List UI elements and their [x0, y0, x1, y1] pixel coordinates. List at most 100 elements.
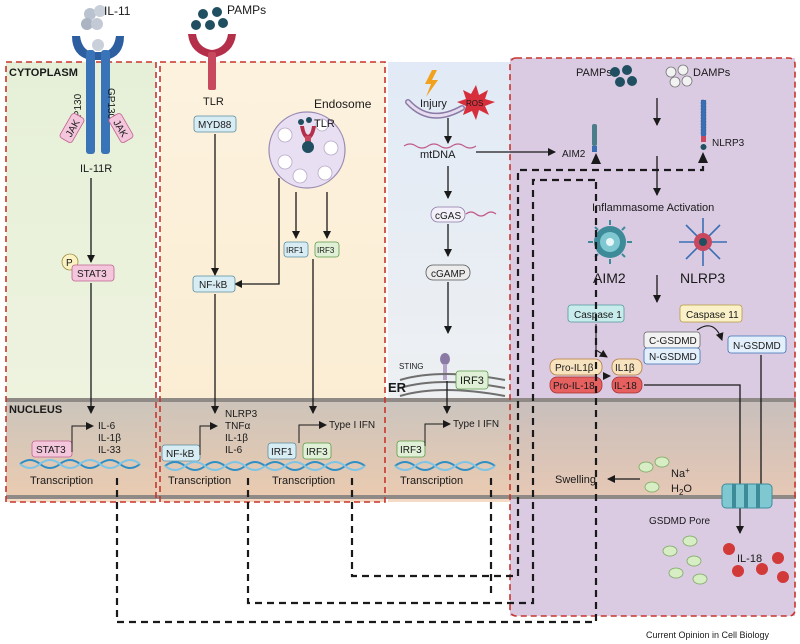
dna-helix-icon-3 [264, 461, 366, 471]
nuc-irf3-label: IRF3 [306, 447, 328, 458]
gp130-right-label: GP130 [105, 88, 116, 120]
panel-inflammasome-border [509, 57, 796, 617]
il18-out-label: IL-18 [737, 553, 762, 565]
nucleus-label: NUCLEUS [9, 404, 62, 416]
dna-helix-icon-2 [164, 461, 266, 471]
caspase11-label: Caspase 11 [686, 310, 739, 321]
n-gsdmd-pair-box [643, 347, 701, 365]
promoter-arrow-4 [424, 420, 451, 446]
myd88-box [193, 115, 237, 133]
type1ifn-b-label: Type I IFN [453, 419, 499, 430]
nlrp3-big-label: NLRP3 [680, 270, 725, 286]
dashed-arrowhead-aim2 [591, 153, 601, 164]
nuc-il33-label: IL-33 [98, 445, 121, 456]
sting-protein-icon [440, 353, 450, 380]
nuc-stat3-label: STAT3 [36, 445, 66, 456]
transcription-label-3: Transcription [272, 475, 335, 487]
damps-icon [665, 64, 693, 88]
mtdna-label: mtDNA [420, 149, 456, 161]
pamps-top-label: PAMPs [227, 3, 266, 17]
released-il18-particles-icon [723, 543, 789, 583]
aim2-big-label: AIM2 [593, 270, 626, 286]
tlr-label: TLR [203, 96, 224, 108]
er-label: ER [388, 380, 407, 395]
transcription-label-4: Transcription [400, 475, 463, 487]
nfkb-label: NF-kB [199, 280, 228, 291]
nlrp3-sensor-icon [700, 99, 707, 150]
nuc-nfkb-label: NF-kB [166, 449, 195, 460]
gsdmd-pore-label: GSDMD Pore [649, 516, 711, 527]
promoter-arrow-3 [298, 421, 327, 443]
pro-il18-box [549, 376, 603, 394]
dashed-path-nfkb [246, 178, 597, 605]
injury-lightning-icon [425, 70, 438, 97]
mtdna-strand-icon [403, 143, 477, 149]
dna-helix-icon-1 [19, 459, 141, 469]
cgas-box [430, 206, 466, 223]
irf3-label: IRF3 [317, 246, 335, 255]
cytoplasm-label: CYTOPLASM [9, 67, 78, 79]
na-label: Na+ [671, 466, 690, 480]
h2o-label: H2O [671, 483, 692, 497]
il1b-box [611, 358, 643, 376]
gp130-left-label: GP130 [73, 93, 84, 125]
dna-helix-icon-4 [394, 461, 496, 471]
ros-label: ROS [466, 99, 483, 108]
myd88-label: MYD88 [198, 120, 232, 131]
injury-label: Injury [420, 98, 447, 110]
damps-label: DAMPs [693, 67, 731, 79]
endosome-icon [268, 111, 346, 189]
il11-label: IL-11 [104, 4, 131, 18]
promoter-arrow-2 [199, 422, 218, 455]
swelling-label: Swelling [555, 474, 596, 486]
aim2-inflammasome-icon [588, 220, 632, 264]
nuc-il1b-label: IL-1β [98, 433, 121, 444]
pro-il1b-box [549, 358, 603, 376]
stat3-label: STAT3 [77, 269, 107, 280]
nfkb-box [192, 275, 236, 293]
pamps-right-icon [610, 65, 637, 87]
nlrp3-sensor-label: NLRP3 [712, 138, 745, 149]
nuc-il6-2-label: IL-6 [225, 445, 243, 456]
tlr-receptor-icon [188, 34, 236, 90]
na-h2o-particles-icon [638, 456, 670, 493]
gsdmd-pore-icon [721, 483, 773, 509]
panel-il11-border [5, 61, 157, 503]
nuc-nlrp3-label: NLRP3 [225, 409, 258, 420]
il11r-label: IL-11R [80, 163, 112, 175]
irf3-box [314, 241, 340, 258]
inflammasome-activation-label: Inflammasome Activation [592, 202, 714, 214]
nuc-irf3-b-label: IRF3 [400, 445, 422, 456]
dashed-path-stat3 [115, 180, 598, 624]
n-gsdmd-pair-label: N-GSDMD [649, 352, 697, 363]
il11-ligand-icon [81, 5, 106, 30]
c-gsdmd-label: C-GSDMD [649, 336, 697, 347]
irf3-er-label: IRF3 [460, 375, 484, 387]
aim2-sensor-label: AIM2 [562, 149, 586, 160]
nuc-irf1-label: IRF1 [271, 447, 293, 458]
aim2-sensor-icon [592, 124, 597, 152]
cgamp-box [425, 264, 471, 281]
arrow-caspase11-gsdmd [696, 325, 724, 341]
feedback-dashed-paths [115, 160, 705, 624]
nuc-irf3-box [302, 442, 332, 460]
gp130-receptor-icon [72, 36, 124, 154]
nuc-irf1-box [267, 442, 297, 460]
stat3-box [71, 264, 115, 282]
type1ifn-a-label: Type I IFN [329, 420, 375, 431]
transcription-label-1: Transcription [30, 475, 93, 487]
er-membrane-icon [399, 373, 506, 397]
pro-il1b-label: Pro-IL1β [555, 363, 594, 374]
sting-label: STING [399, 362, 423, 371]
pro-il18-label: Pro-IL-18 [553, 381, 595, 392]
arrow-endosome-nfkb [234, 178, 280, 288]
nuc-il1b-2-label: IL-1β [225, 433, 248, 444]
transcription-label-2: Transcription [168, 475, 231, 487]
nuc-tnfa-label: TNFα [225, 421, 250, 432]
cgas-label: cGAS [435, 211, 461, 222]
released-green-particles-icon [662, 535, 708, 585]
caspase11-box [679, 304, 743, 323]
cgamp-label: cGAMP [431, 269, 466, 280]
il18-box-label: IL-18 [614, 381, 637, 392]
